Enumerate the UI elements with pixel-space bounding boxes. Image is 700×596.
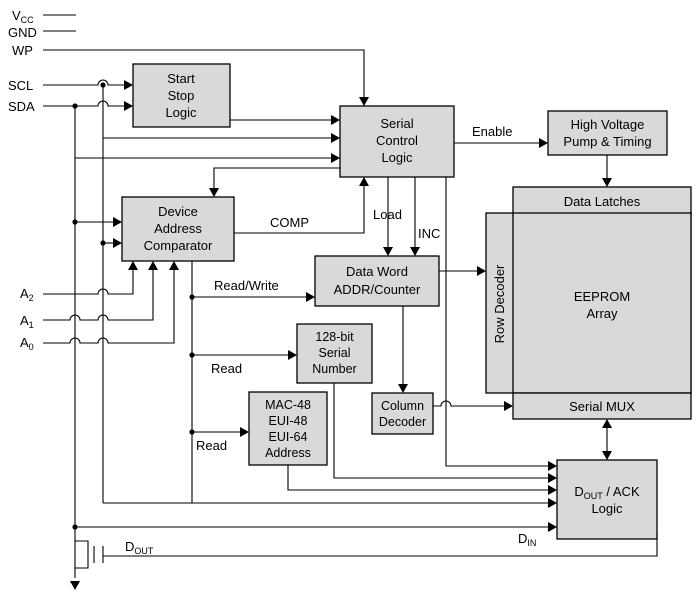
mac-address-label-3: EUI-64 bbox=[269, 430, 308, 444]
pin-a2-label: A2 bbox=[20, 286, 34, 303]
serial-mux-label: Serial MUX bbox=[569, 399, 635, 414]
data-word-label-2: ADDR/Counter bbox=[334, 282, 421, 297]
start-stop-label-2: Stop bbox=[168, 88, 195, 103]
pin-sda-label: SDA bbox=[8, 99, 35, 114]
column-decoder-label-2: Decoder bbox=[379, 415, 426, 429]
pin-a1-label: A1 bbox=[20, 313, 34, 330]
start-stop-logic-block: Start Stop Logic bbox=[132, 63, 231, 128]
dout-signal-label: DOUT bbox=[125, 539, 154, 556]
pin-wp-label: WP bbox=[12, 43, 33, 58]
read-write-label: Read/Write bbox=[214, 278, 279, 293]
column-decoder-block: Column Decoder bbox=[371, 392, 434, 435]
read-mac-label: Read bbox=[196, 438, 227, 453]
read-serial-label: Read bbox=[211, 361, 242, 376]
signal-labels: Enable COMP Load INC Read/Write Read Rea… bbox=[125, 124, 536, 556]
device-address-label-3: Comparator bbox=[144, 238, 213, 253]
pin-labels: VCC GND WP SCL SDA A2 A1 A0 bbox=[8, 8, 37, 352]
column-decoder-label-1: Column bbox=[381, 399, 424, 413]
data-latches-label: Data Latches bbox=[564, 194, 641, 209]
start-stop-label-3: Logic bbox=[165, 105, 197, 120]
high-voltage-label-2: Pump & Timing bbox=[563, 134, 651, 149]
serial-number-label-3: Number bbox=[312, 362, 356, 376]
device-address-comparator-block: Device Address Comparator bbox=[121, 196, 235, 262]
dout-ack-label-1: DOUT / ACK bbox=[574, 484, 640, 501]
serial-number-label-2: Serial bbox=[319, 346, 351, 360]
eeprom-label-2: Array bbox=[586, 306, 618, 321]
wires bbox=[43, 14, 658, 578]
dout-ack-logic-block: DOUT / ACK Logic bbox=[556, 459, 658, 540]
enable-label: Enable bbox=[472, 124, 512, 139]
start-stop-label-1: Start bbox=[167, 71, 195, 86]
dout-ack-label-2: Logic bbox=[591, 501, 623, 516]
junction-dots bbox=[72, 82, 195, 530]
serial-control-label-1: Serial bbox=[380, 116, 413, 131]
inc-label: INC bbox=[418, 226, 440, 241]
pin-gnd-label: GND bbox=[8, 25, 37, 40]
high-voltage-label-1: High Voltage bbox=[571, 117, 645, 132]
pin-scl-label: SCL bbox=[8, 78, 33, 93]
device-address-label-1: Device bbox=[158, 204, 198, 219]
serial-control-logic-block: Serial Control Logic bbox=[339, 105, 455, 178]
din-signal-label: DIN bbox=[518, 531, 536, 548]
device-address-label-2: Address bbox=[154, 221, 202, 236]
pin-vcc-label: VCC bbox=[12, 8, 34, 25]
eeprom-label-1: EEPROM bbox=[574, 289, 630, 304]
mac-address-block: MAC-48 EUI-48 EUI-64 Address bbox=[248, 391, 328, 466]
eeprom-array-block: Data Latches Row Decoder EEPROM Array Se… bbox=[485, 186, 692, 420]
high-voltage-pump-block: High Voltage Pump & Timing bbox=[547, 110, 668, 156]
arrows bbox=[70, 80, 612, 590]
serial-number-block: 128-bit Serial Number bbox=[296, 323, 373, 384]
mac-address-label-2: EUI-48 bbox=[269, 414, 308, 428]
comp-label: COMP bbox=[270, 215, 309, 230]
serial-control-label-2: Control bbox=[376, 133, 418, 148]
mac-address-label-1: MAC-48 bbox=[265, 398, 311, 412]
serial-number-label-1: 128-bit bbox=[315, 330, 354, 344]
row-decoder-label: Row Decoder bbox=[492, 264, 507, 343]
data-word-label-1: Data Word bbox=[346, 264, 408, 279]
pin-a0-label: A0 bbox=[20, 335, 34, 352]
data-word-counter-block: Data Word ADDR/Counter bbox=[314, 255, 440, 307]
serial-control-label-3: Logic bbox=[381, 150, 413, 165]
mac-address-label-4: Address bbox=[265, 446, 311, 460]
